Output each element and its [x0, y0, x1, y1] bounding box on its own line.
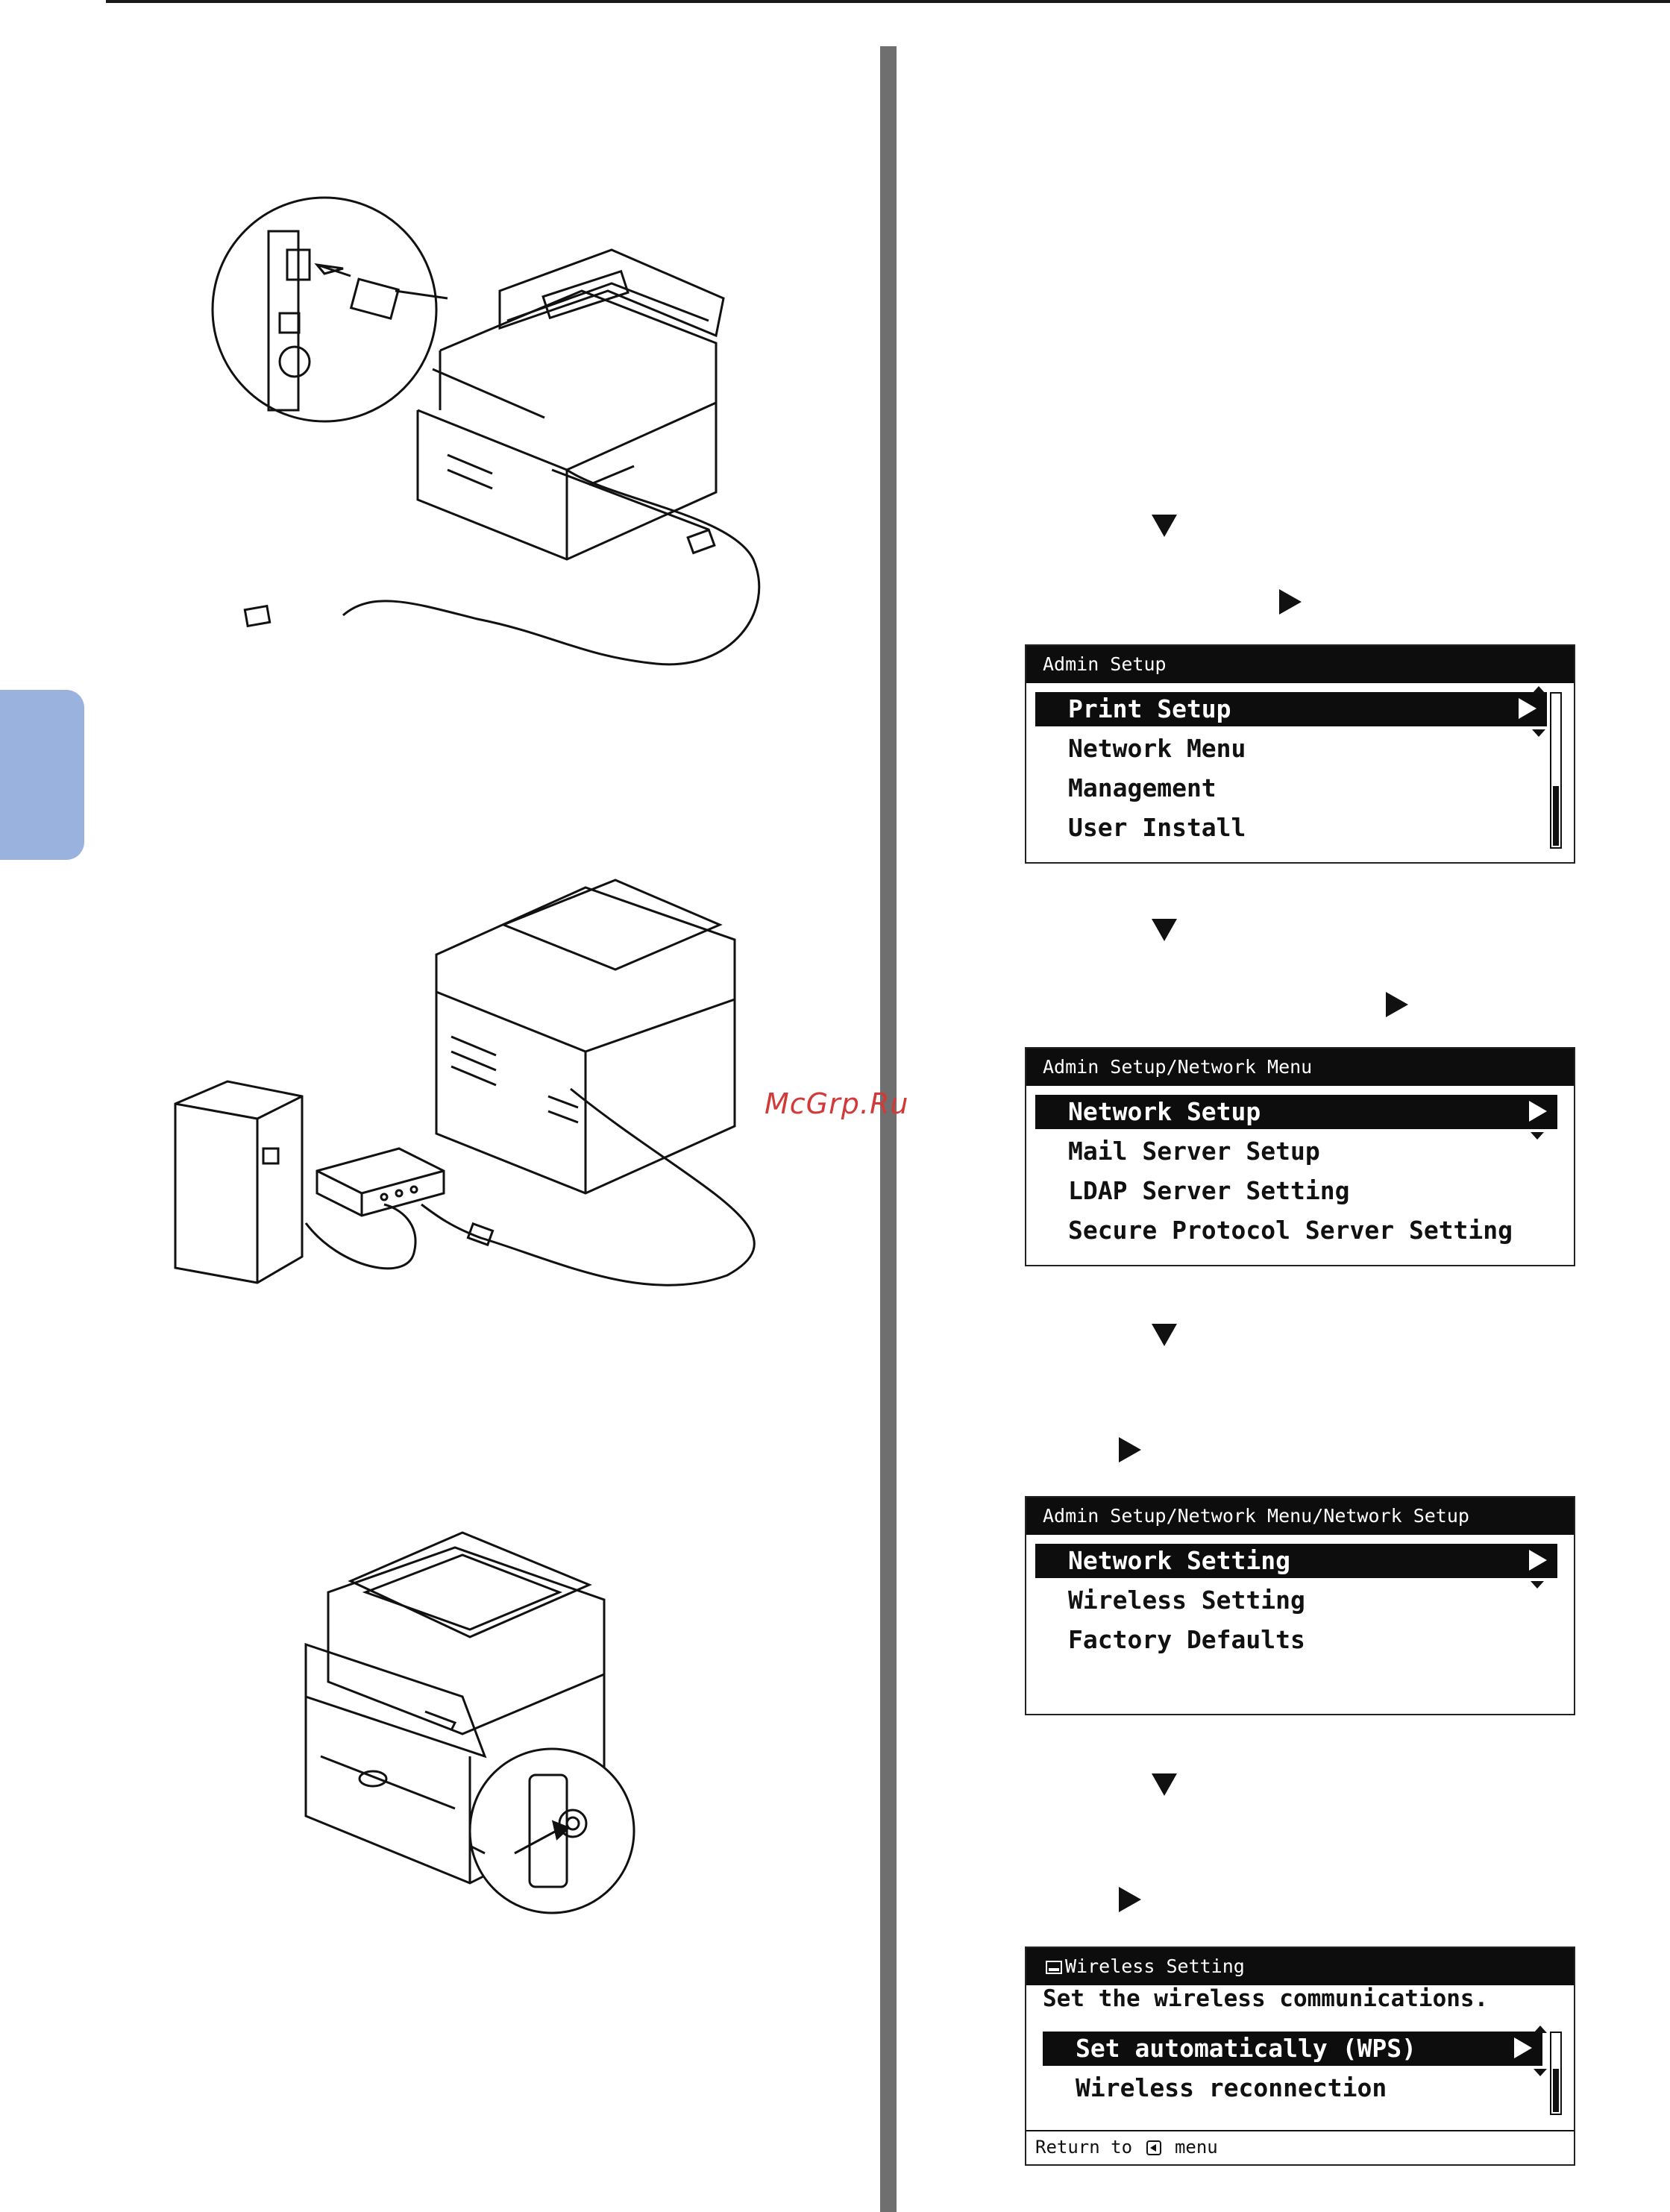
menu-item-label: Management: [1068, 773, 1217, 802]
submenu-arrow-icon: [1514, 2037, 1532, 2058]
wireless-screen-icon: [1046, 1961, 1062, 1974]
down-triangle-icon: [1152, 1773, 1177, 1796]
menu-item-label: Network Setting: [1068, 1546, 1291, 1575]
screen-footer: Return to menu: [1026, 2130, 1574, 2164]
screen-title: Admin Setup/Network Menu: [1026, 1049, 1574, 1086]
scrollbar[interactable]: [1550, 692, 1562, 849]
right-triangle-icon: [1119, 1437, 1141, 1462]
footer-text-before: Return to: [1035, 2137, 1133, 2158]
lan-connection-illustration: [211, 196, 761, 666]
right-triangle-icon: [1386, 992, 1408, 1017]
menu-item-label: Network Menu: [1068, 734, 1246, 763]
menu-item-label: Secure Protocol Server Setting: [1068, 1216, 1513, 1245]
right-triangle-icon: [1119, 1887, 1141, 1912]
menu-item-label: Print Setup: [1068, 694, 1231, 723]
right-triangle-icon: [1279, 589, 1302, 615]
screen-title-text: Wireless Setting: [1065, 1955, 1245, 1977]
footer-text-after: menu: [1174, 2137, 1218, 2158]
chapter-tab: [0, 690, 84, 860]
watermark: McGrp.Ru: [765, 1087, 909, 1120]
submenu-arrow-icon: [1519, 698, 1536, 719]
down-triangle-icon: [1152, 1324, 1177, 1346]
down-triangle-icon: [1152, 515, 1177, 537]
scroll-up-icon[interactable]: [1534, 2026, 1547, 2033]
scroll-down-icon[interactable]: [1531, 1581, 1544, 1589]
menu-item-management[interactable]: Management: [1035, 771, 1217, 805]
menu-item-label: LDAP Server Setting: [1068, 1176, 1350, 1205]
lcd-screen-network-menu: Admin Setup/Network Menu Network Setup M…: [1025, 1047, 1575, 1266]
menu-item-label: User Install: [1068, 813, 1246, 842]
scroll-down-icon[interactable]: [1534, 2069, 1547, 2076]
power-switch-illustration: [304, 1531, 635, 1914]
lcd-screen-admin-setup: Admin Setup Print Setup Network Menu Man…: [1025, 644, 1575, 864]
menu-item-label: Wireless Setting: [1068, 1586, 1305, 1615]
menu-item-wireless-setting[interactable]: Wireless Setting: [1035, 1583, 1305, 1618]
menu-item-label: Wireless reconnection: [1076, 2073, 1387, 2102]
screen-title: Wireless Setting: [1026, 1948, 1574, 1985]
screen-title: Admin Setup: [1026, 646, 1574, 683]
back-key-icon: [1146, 2140, 1161, 2155]
menu-item-network-menu[interactable]: Network Menu: [1035, 732, 1246, 766]
scrollbar[interactable]: [1550, 2032, 1562, 2115]
menu-item-secure-protocol-server-setting[interactable]: Secure Protocol Server Setting: [1035, 1213, 1513, 1248]
column-divider: [880, 46, 897, 2212]
scroll-down-icon[interactable]: [1531, 1132, 1544, 1140]
lcd-screen-wireless-setting: Wireless Setting Set the wireless commun…: [1025, 1947, 1575, 2166]
screen-description: Set the wireless communications.: [1043, 1985, 1489, 2012]
menu-item-network-setting[interactable]: Network Setting: [1035, 1544, 1557, 1578]
menu-item-label: Mail Server Setup: [1068, 1137, 1320, 1166]
hub-connection-illustration: [174, 879, 756, 1286]
menu-item-ldap-server-setting[interactable]: LDAP Server Setting: [1035, 1174, 1350, 1208]
submenu-arrow-icon: [1529, 1550, 1547, 1571]
menu-item-label: Network Setup: [1068, 1097, 1261, 1126]
menu-item-label: Set automatically (WPS): [1076, 2034, 1416, 2063]
menu-item-user-install[interactable]: User Install: [1035, 811, 1246, 845]
menu-item-wireless-reconnection[interactable]: Wireless reconnection: [1043, 2071, 1387, 2105]
scroll-up-icon[interactable]: [1532, 686, 1545, 694]
scroll-down-icon[interactable]: [1532, 729, 1545, 737]
menu-item-print-setup[interactable]: Print Setup: [1035, 692, 1547, 726]
menu-item-label: Factory Defaults: [1068, 1625, 1305, 1654]
menu-item-factory-defaults[interactable]: Factory Defaults: [1035, 1623, 1305, 1657]
submenu-arrow-icon: [1529, 1101, 1547, 1122]
screen-title: Admin Setup/Network Menu/Network Setup: [1026, 1498, 1574, 1535]
down-triangle-icon: [1152, 919, 1177, 941]
top-rule: [106, 0, 1670, 3]
menu-item-network-setup[interactable]: Network Setup: [1035, 1095, 1557, 1129]
menu-item-set-automatically-wps[interactable]: Set automatically (WPS): [1043, 2032, 1542, 2066]
lcd-screen-network-setup: Admin Setup/Network Menu/Network Setup N…: [1025, 1496, 1575, 1715]
menu-item-mail-server-setup[interactable]: Mail Server Setup: [1035, 1134, 1320, 1169]
